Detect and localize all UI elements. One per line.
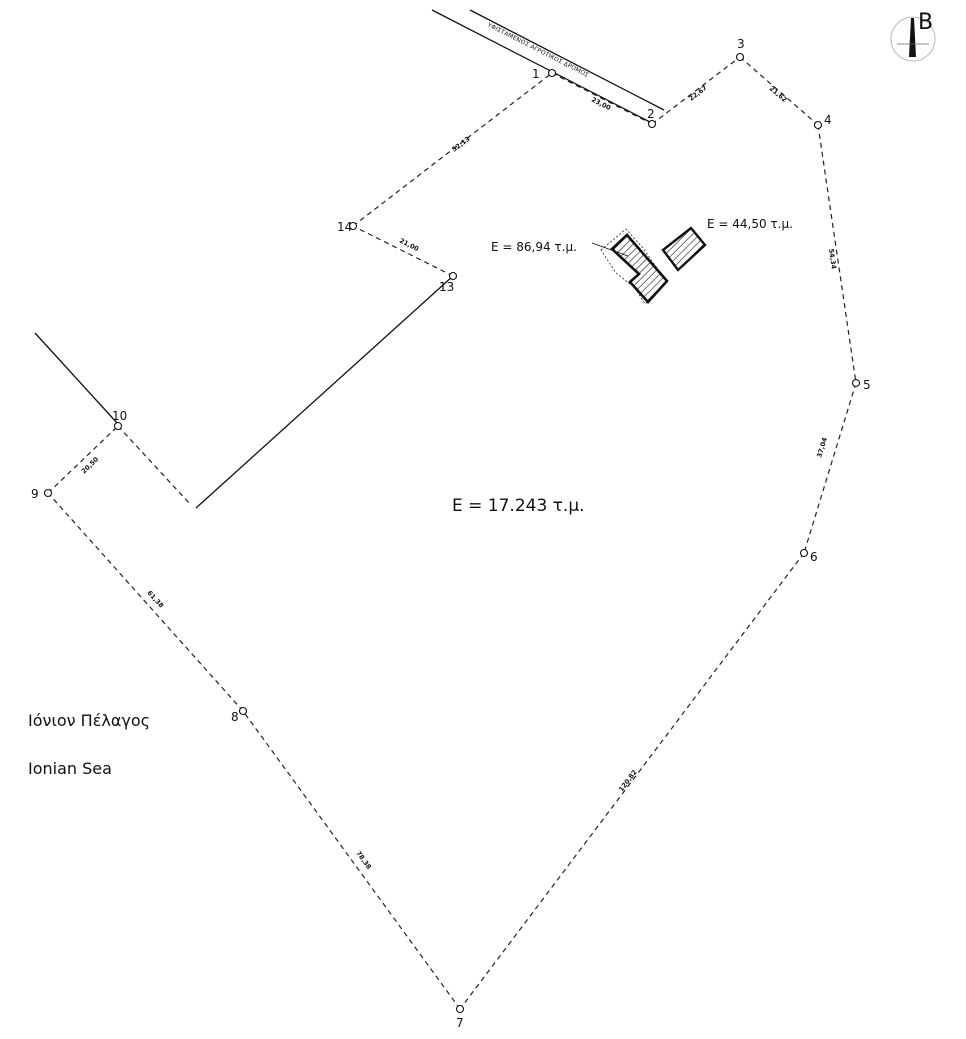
building-large xyxy=(591,228,669,305)
vertex-3-marker xyxy=(735,52,745,62)
segment-4-5-length: 54,34 xyxy=(827,248,838,270)
vertex-9-marker xyxy=(43,488,53,498)
vertex-4-label: 4 xyxy=(824,113,832,127)
agricultural-road: ΥΦΙΣΤΑΜΕΝΟΣ ΑΓΡΟΤΙΚΟΣ ΔΡΟΜΟΣ xyxy=(431,9,665,123)
sea-label-english: Ionian Sea xyxy=(28,759,112,778)
vertex-8-marker xyxy=(238,706,248,716)
vertex-6-label: 6 xyxy=(810,550,818,564)
segment-9-10-length: 20,50 xyxy=(80,455,101,475)
segment-3-4-length: 21,62 xyxy=(768,84,789,104)
vertex-14-marker xyxy=(348,221,358,231)
segment-2-3-length: 22,67 xyxy=(687,84,708,103)
vertex-2-label: 2 xyxy=(647,107,655,121)
north-letter: B xyxy=(918,10,933,35)
sea-label-greek: Ιόνιον Πέλαγος xyxy=(28,711,150,730)
vertex-markers xyxy=(43,52,861,1014)
vertex-3-label: 3 xyxy=(737,37,745,51)
total-plot-area: E = 17.243 τ.μ. xyxy=(452,496,585,516)
vertex-13-label: 13 xyxy=(439,280,454,294)
segment-8-9-length: 61,38 xyxy=(146,589,166,610)
vertex-5-label: 5 xyxy=(863,378,871,392)
property-boundary xyxy=(47,56,857,1010)
building-small xyxy=(661,226,707,272)
vertex-5-marker xyxy=(851,378,861,388)
segment-length-labels: 23,00 22,67 21,62 54,34 37,04 120,82 78,… xyxy=(80,84,838,871)
vertex-6-marker xyxy=(799,548,809,558)
vertex-10-marker xyxy=(113,421,123,431)
north-arrow-icon: B xyxy=(890,10,936,62)
vertex-10-label: 10 xyxy=(112,409,127,423)
neighbour-boundaries xyxy=(34,275,454,509)
vertex-labels: 1 2 3 4 5 6 7 8 9 10 13 14 xyxy=(31,37,871,1030)
building-large-area: E = 86,94 τ.μ. xyxy=(491,240,577,254)
vertex-7-marker xyxy=(455,1004,465,1014)
vertex-13-marker xyxy=(448,271,458,281)
vertex-1-label: 1 xyxy=(532,67,540,81)
vertex-1-marker xyxy=(547,68,557,78)
segment-6-7-length: 120,82 xyxy=(617,768,638,793)
vertex-9-label: 9 xyxy=(31,487,39,501)
segment-14-1-length: 52,13 xyxy=(450,135,471,154)
building-small-area: E = 44,50 τ.μ. xyxy=(707,217,793,231)
vertex-2-marker xyxy=(647,119,657,129)
vertex-4-marker xyxy=(813,120,823,130)
segment-5-6-length: 37,04 xyxy=(815,436,829,458)
vertex-14-label: 14 xyxy=(337,220,352,234)
vertex-8-label: 8 xyxy=(231,710,239,724)
vertex-7-label: 7 xyxy=(456,1016,464,1030)
